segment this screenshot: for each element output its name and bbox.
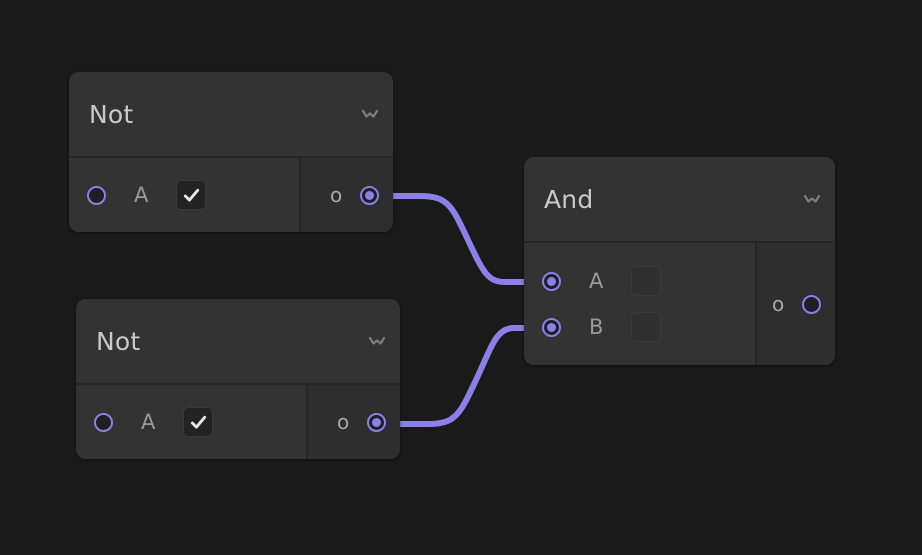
- checkbox-a[interactable]: [176, 180, 206, 210]
- wire-not1-to-and-a[interactable]: [383, 193, 527, 285]
- input-port-label: A: [134, 182, 149, 207]
- checkbox-b[interactable]: [631, 312, 661, 342]
- input-port-a[interactable]: [87, 185, 106, 205]
- wire-not2-to-and-b[interactable]: [390, 325, 535, 427]
- input-row: A: [524, 258, 755, 304]
- output-row: o: [757, 281, 835, 327]
- node-inputs-column: A: [76, 385, 306, 459]
- chevron-down-icon[interactable]: [368, 335, 386, 347]
- input-port-b[interactable]: [542, 317, 561, 337]
- checkbox-a[interactable]: [631, 266, 661, 296]
- node-title: And: [544, 184, 594, 214]
- input-port-label: A: [141, 409, 156, 434]
- input-row: A: [76, 399, 306, 445]
- node-outputs-column: o: [299, 158, 393, 232]
- chevron-down-icon[interactable]: [361, 108, 379, 120]
- node-outputs-column: o: [755, 243, 835, 365]
- node-header-and-1[interactable]: And: [524, 157, 835, 243]
- input-port-label: A: [589, 268, 604, 293]
- node-inputs-column: A: [69, 158, 299, 232]
- output-port-label: o: [337, 410, 350, 434]
- input-row: A: [69, 172, 299, 218]
- chevron-down-icon[interactable]: [803, 193, 821, 205]
- input-port-a[interactable]: [542, 271, 561, 291]
- checkbox-a[interactable]: [183, 407, 213, 437]
- output-row: o: [308, 399, 400, 445]
- output-port-label: o: [772, 292, 785, 316]
- node-title: Not: [96, 326, 141, 356]
- input-port-label: B: [589, 314, 604, 339]
- output-row: o: [301, 172, 393, 218]
- node-outputs-column: o: [306, 385, 400, 459]
- input-row: B: [524, 304, 755, 350]
- output-port-o[interactable]: [367, 412, 386, 432]
- output-port-o[interactable]: [802, 294, 821, 314]
- node-title: Not: [89, 99, 134, 129]
- output-port-o[interactable]: [360, 185, 379, 205]
- input-port-a[interactable]: [94, 412, 113, 432]
- node-header-not-2[interactable]: Not: [76, 299, 400, 385]
- node-header-not-1[interactable]: Not: [69, 72, 393, 158]
- output-port-label: o: [330, 183, 343, 207]
